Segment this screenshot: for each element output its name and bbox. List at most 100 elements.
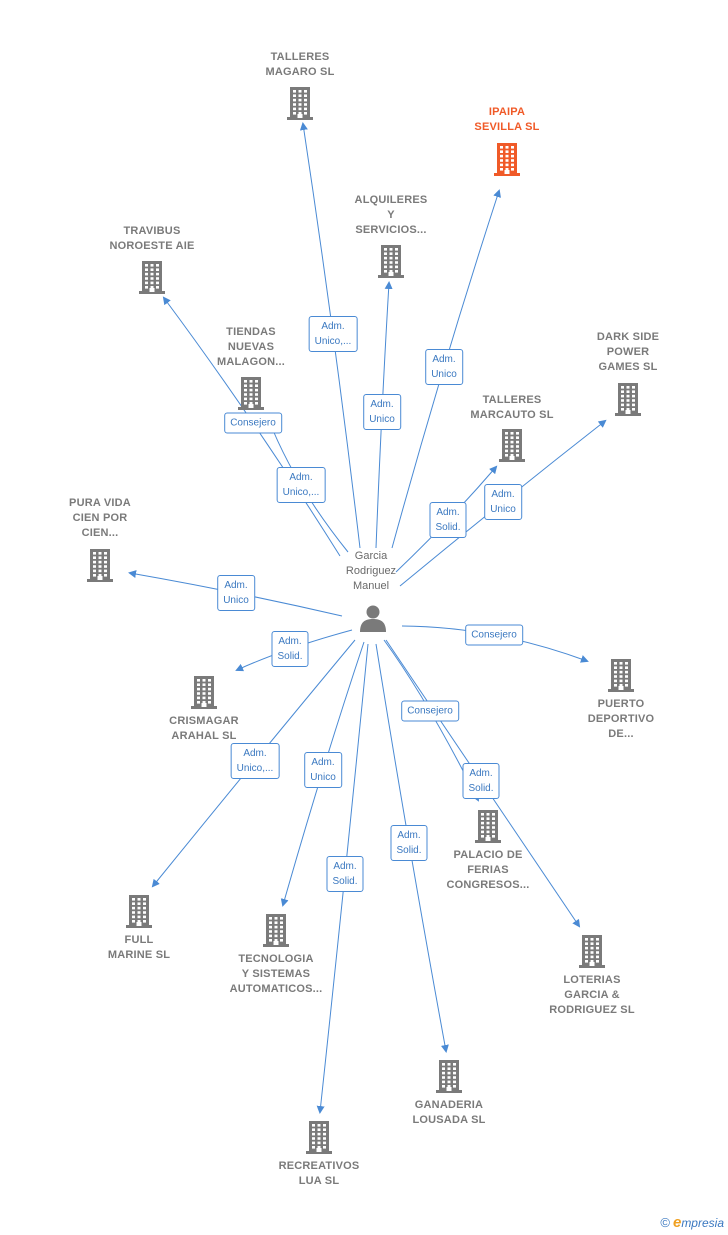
copyright-icon: ©	[660, 1215, 670, 1230]
building-icon	[238, 377, 264, 410]
company-name-line: MAGARO SL	[265, 66, 335, 78]
company-icon-wrap[interactable]	[235, 86, 365, 120]
relation-label-line: Unico,...	[314, 336, 352, 347]
company-icon-wrap[interactable]	[527, 934, 657, 968]
relation-label-line: Adm.	[311, 757, 335, 768]
relation-label-puerto-deportivo[interactable]: Consejero	[465, 624, 523, 646]
company-name-line: DARK SIDE	[596, 331, 660, 343]
person-name-line: Manuel	[352, 580, 390, 592]
relation-label-tiendas-nuevas[interactable]: Adm.Unico,...	[276, 467, 326, 503]
building-icon	[263, 914, 289, 947]
company-icon-wrap[interactable]	[563, 382, 693, 416]
company-icon-wrap[interactable]	[447, 428, 577, 462]
company-name-line: PUERTO	[597, 698, 645, 710]
company-icon-wrap[interactable]	[423, 809, 553, 843]
company-icon-wrap[interactable]	[254, 1120, 384, 1154]
building-icon	[126, 895, 152, 928]
relation-label-talleres-marcauto[interactable]: Adm.Solid.	[429, 502, 467, 538]
relation-label-line: Consejero	[230, 417, 276, 429]
company-icon-wrap[interactable]	[139, 675, 269, 709]
relation-label-ganaderia[interactable]: Adm.Solid.	[390, 825, 428, 861]
company-icon-wrap[interactable]	[186, 376, 316, 410]
building-icon	[378, 245, 404, 278]
relation-label-alquileres[interactable]: Adm.Unico	[363, 394, 401, 430]
company-name-line: POWER	[606, 346, 650, 358]
relation-label-line: Adm.	[370, 399, 394, 410]
company-name-line: IPAIPA	[488, 106, 526, 118]
person-name-line: Rodriguez	[345, 565, 397, 577]
company-icon-wrap[interactable]	[211, 913, 341, 947]
company-icon-wrap[interactable]	[87, 260, 217, 294]
relation-label-line: Adm.	[432, 354, 456, 365]
company-name-line: DE...	[608, 728, 634, 740]
building-icon	[191, 676, 217, 709]
relation-label-palacio-ferias[interactable]: Consejero	[401, 700, 459, 722]
building-icon	[475, 810, 501, 843]
relation-label-line: Solid.	[396, 845, 422, 856]
company-name-line: MARINE SL	[107, 949, 171, 961]
company-name-line: TIENDAS	[226, 326, 276, 338]
relation-label-pura-vida[interactable]: Adm.Unico	[217, 575, 255, 611]
company-icon-wrap[interactable]	[74, 894, 204, 928]
person-name[interactable]: Garcia Rodriguez Manuel	[321, 549, 421, 594]
relation-label-line: Adm.	[278, 636, 302, 647]
relation-label-tecnologia[interactable]: Adm.Unico	[304, 752, 342, 788]
company-name-line: RECREATIVOS	[278, 1160, 360, 1172]
relation-label-line: Adm.	[289, 472, 313, 483]
company-icon-wrap[interactable]	[35, 548, 165, 582]
relation-label-travibus[interactable]: Consejero	[224, 412, 282, 434]
relation-label-talleres-magaro[interactable]: Adm.Unico,...	[308, 316, 358, 352]
company-icon-wrap[interactable]	[442, 142, 572, 176]
person-icon[interactable]	[358, 603, 388, 633]
relation-label-ipaipa-sevilla[interactable]: Adm.Unico	[425, 349, 463, 385]
company-name-line: TALLERES	[482, 394, 542, 406]
company-name-line: LOTERIAS	[563, 974, 621, 986]
relation-label-full-marine[interactable]: Adm.Unico,...	[230, 743, 280, 779]
company-icon-wrap[interactable]	[326, 244, 456, 278]
relation-label-line: Adm.	[333, 861, 357, 872]
building-icon	[306, 1121, 332, 1154]
building-icon	[608, 659, 634, 692]
relation-label-recreativos[interactable]: Adm.Solid.	[326, 856, 364, 892]
company-icon-wrap[interactable]	[556, 658, 686, 692]
relation-label-loterias[interactable]: Adm.Solid.	[462, 763, 500, 799]
relation-label-crismagar[interactable]: Adm.Solid.	[271, 631, 309, 667]
company-name-line: CONGRESOS...	[446, 879, 530, 891]
relation-label-dark-side[interactable]: Adm.Unico	[484, 484, 522, 520]
building-icon	[287, 87, 313, 120]
company-icon-wrap[interactable]	[384, 1059, 514, 1093]
person-name-line: Garcia	[354, 550, 388, 562]
